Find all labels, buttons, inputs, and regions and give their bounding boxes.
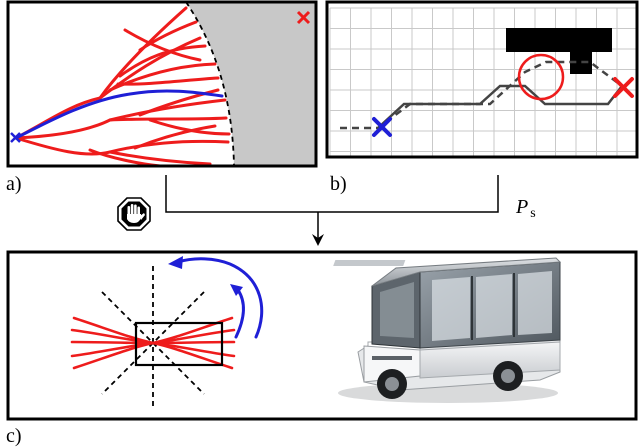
goal-marker: [296, 10, 311, 25]
rotation-arrowheads: [168, 256, 243, 296]
obstacle-cells: [506, 28, 612, 74]
panel-b: b): [325, 0, 639, 195]
rotation-arrows: [176, 257, 264, 339]
shuttle-bus-illustration: [333, 257, 562, 403]
motion-primitives: [70, 316, 236, 370]
panel-a-label: a): [6, 173, 22, 195]
signal-symbol: P: [515, 196, 528, 218]
goal-marker-b: [613, 77, 634, 98]
merge-connector: [165, 175, 499, 238]
panel-a-frame: [6, 0, 318, 168]
panel-c-frame: [6, 250, 638, 421]
panel-c: c): [6, 250, 638, 447]
planned-path: [14, 89, 224, 140]
panel-c-label: c): [6, 425, 22, 447]
signal-subscript: s: [530, 206, 535, 221]
merge-arrowhead: [312, 234, 324, 246]
stop-hand-icon: [117, 197, 151, 231]
bus-wheels: [377, 361, 523, 399]
start-marker: [10, 132, 21, 143]
start-marker-b: [372, 117, 392, 137]
search-tree: [14, 6, 231, 166]
replanned-route: [377, 84, 623, 129]
panel-b-frame: [325, 0, 639, 159]
old-route: [340, 60, 623, 130]
conflict-circle: [517, 53, 565, 101]
sensing-frontier: [185, 2, 235, 166]
unknown-region: [186, 2, 316, 166]
panel-a: a): [6, 0, 318, 195]
panel-b-label: b): [330, 173, 347, 195]
vehicle-footprint: [134, 321, 224, 367]
